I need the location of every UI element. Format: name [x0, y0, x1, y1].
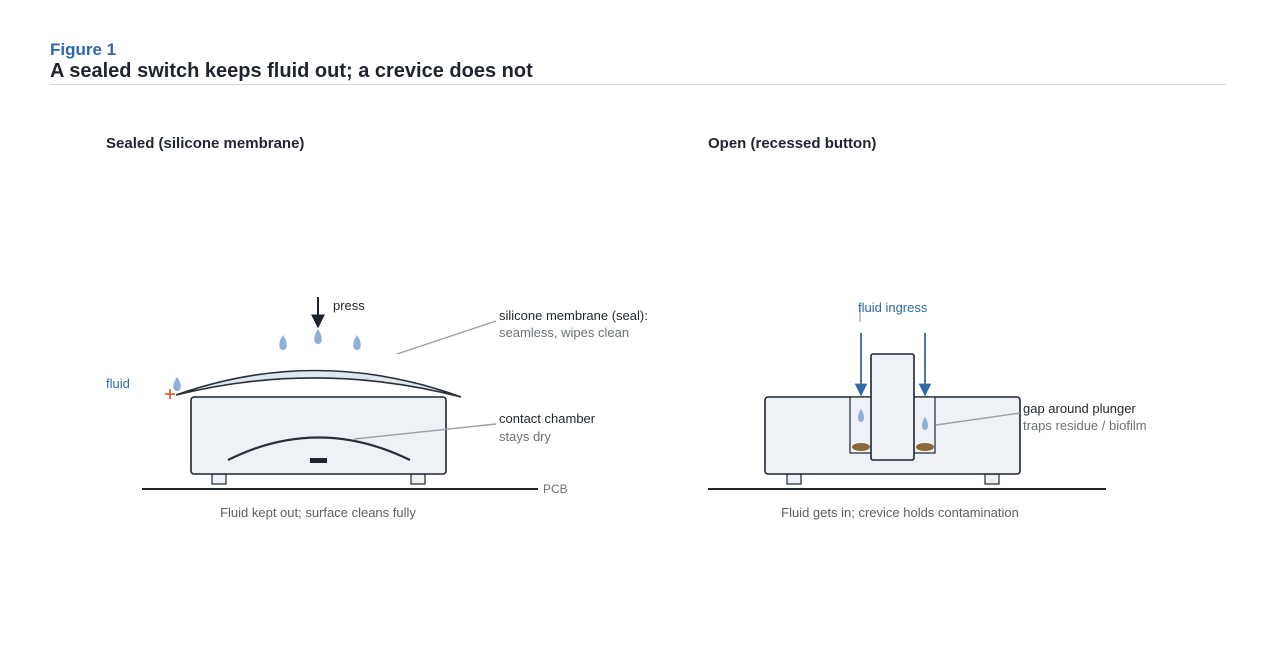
sealed-panel-title: Sealed (silicone membrane) [106, 135, 304, 152]
droplet-icon [858, 409, 864, 422]
contact-pad [310, 458, 327, 463]
residue-right [916, 443, 934, 451]
pcb-label: PCB [543, 482, 568, 496]
ingress-label: fluid ingress [858, 300, 928, 315]
figure-label: Figure 1 [50, 40, 117, 59]
gap-label: gap around plunger [1023, 401, 1136, 416]
chamber-leader-line [353, 423, 497, 440]
fluid-label: fluid [106, 376, 130, 391]
membrane-leader-line [396, 320, 497, 355]
droplet-icon [173, 377, 181, 391]
figure-title: A sealed switch keeps fluid out; a crevi… [50, 60, 533, 82]
droplet-icon [922, 417, 928, 430]
droplet-icon [279, 335, 287, 350]
sealed-foot-right [410, 473, 426, 485]
gap-sublabel: traps residue / biofilm [1023, 418, 1147, 433]
chamber-sublabel: stays dry [499, 429, 552, 444]
header-divider [50, 84, 1226, 85]
droplet-icon [314, 329, 322, 344]
droplet-icon [353, 335, 361, 350]
sealed-switch-body [190, 396, 447, 475]
silicone-membrane [175, 369, 462, 398]
figure-header: Figure 1 A sealed switch keeps fluid out… [50, 40, 1226, 82]
seal-edge-marker [165, 389, 175, 399]
membrane-label: silicone membrane (seal): [499, 308, 648, 323]
residue-left [852, 443, 870, 451]
gap-leader-line [935, 412, 1021, 426]
open-panel-title: Open (recessed button) [708, 135, 876, 152]
sealed-caption: Fluid kept out; surface cleans fully [220, 505, 416, 520]
plunger-button [870, 353, 915, 461]
open-caption: Fluid gets in; crevice holds contaminati… [781, 505, 1019, 520]
press-label: press [333, 298, 365, 313]
sealed-panel: Sealed (silicone membrane) PCB press flu… [106, 135, 648, 520]
inner-dome-contact [227, 436, 411, 461]
open-foot-left [786, 473, 802, 485]
chamber-label: contact chamber [499, 411, 596, 426]
open-foot-right [984, 473, 1000, 485]
open-panel: Open (recessed button) fluid ingress gap… [708, 135, 1147, 520]
membrane-sublabel: seamless, wipes clean [499, 325, 629, 340]
sealed-foot-left [211, 473, 227, 485]
